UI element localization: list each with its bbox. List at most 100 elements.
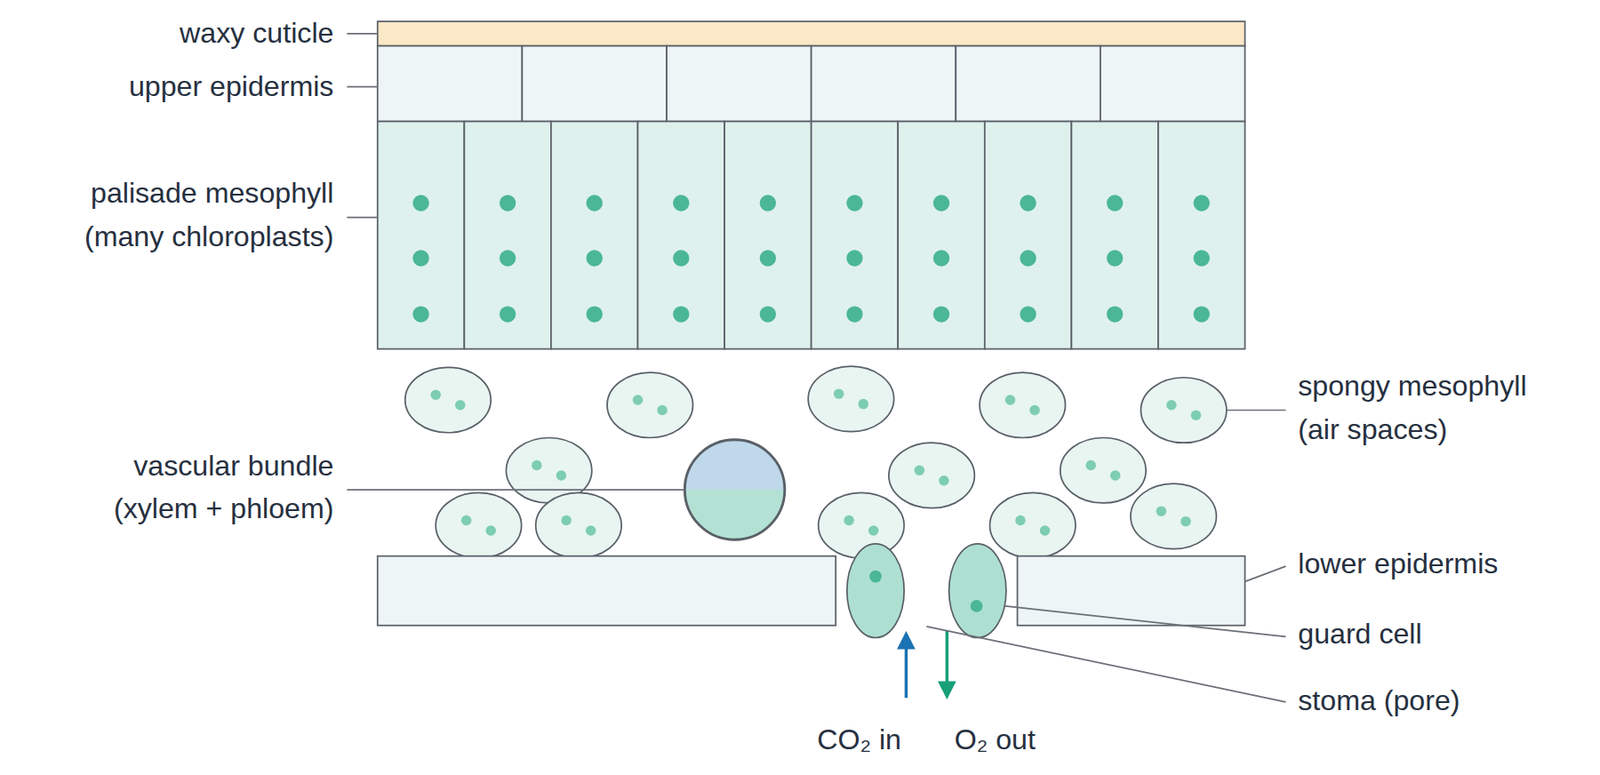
chloroplast [1193,305,1210,322]
chloroplast [499,305,516,322]
nucleus [869,570,882,584]
chloroplast [1040,525,1050,536]
chloroplast [586,194,603,211]
spongy-cell [808,366,894,432]
co2-arrow [904,634,908,698]
chloroplast [1005,394,1016,405]
phloem [684,489,785,540]
chloroplast [843,515,854,526]
chloroplast [412,194,429,211]
leader-line [1226,409,1287,412]
palisade-cell [811,121,899,350]
part-label: CO₂ in [787,718,931,761]
chloroplast [760,249,776,266]
chloroplast [760,194,776,211]
palisade-cell [984,121,1072,350]
chloroplast [585,525,596,536]
chloroplast [656,405,667,416]
spongy-cell [1130,483,1216,549]
chloroplast [1193,249,1210,266]
spongy-cell [607,372,693,438]
chloroplast [499,249,516,266]
chloroplast [672,194,689,211]
chloroplast [914,464,925,475]
part-label: waxy cuticle [27,12,334,56]
palisade-cell [464,121,552,350]
chloroplast [1015,515,1025,526]
palisade-cell [897,121,985,350]
part-label: palisade mesophyll (many chloroplasts) [37,172,334,258]
spongy-cell [990,492,1076,558]
guard-cell [847,544,904,639]
leader-line [1005,606,1287,637]
chloroplast [412,305,429,322]
o2-arrow [945,630,949,696]
chloroplast [933,249,950,266]
spongy-cell [1140,377,1226,443]
palisade-cell [724,121,812,350]
spongy-cell [1060,437,1146,503]
part-label: guard cell [1297,613,1600,656]
nucleus [970,600,984,613]
epidermis-cell [666,46,812,122]
chloroplast [412,249,429,266]
chloroplast [485,525,496,536]
chloroplast [1106,249,1123,266]
part-label: vascular bundle (xylem + phloem) [78,445,334,531]
leader-line [346,86,377,88]
part-label: stoma (pore) [1297,680,1600,723]
chloroplast [1180,516,1191,527]
vascular-outline [684,440,785,541]
lower-epidermis [1017,556,1246,626]
chloroplast [846,249,863,266]
chloroplast [1085,460,1096,471]
leader-line [346,488,685,491]
guard-cell [949,544,1007,639]
chloroplast [1019,194,1036,211]
chloroplast [430,390,440,400]
chloroplast [938,475,949,486]
spongy-cell [888,442,975,508]
chloroplast [1106,305,1123,322]
leader-line [926,626,1286,703]
palisade-cell [638,121,726,350]
chloroplast [846,305,863,322]
waxy-cuticle [377,21,1246,47]
chloroplast [1191,409,1201,420]
chloroplast [455,400,465,410]
epidermis-cell [521,46,667,122]
spongy-cells [405,366,1227,559]
chloroplast [1019,305,1036,322]
chloroplast [560,515,571,526]
palisade-cell [377,121,465,350]
chloroplast [1106,194,1123,211]
palisade-cell [1071,121,1159,350]
spongy-cell [979,372,1065,438]
part-label: lower epidermis [1297,543,1600,586]
spongy-cell [536,492,622,558]
chloroplast [857,399,868,409]
chloroplast [833,388,844,399]
spongy-cell [405,367,491,432]
chloroplast [1110,470,1120,480]
palisade-cell [1158,121,1246,350]
chloroplast [632,394,643,405]
leader-line [346,216,377,219]
epidermis-cell [1100,46,1246,122]
epidermis-cell [377,46,523,122]
chloroplast [1019,249,1036,266]
chloroplast [933,194,950,211]
chloroplast [1156,505,1167,516]
leader-line [1245,566,1287,582]
part-label: upper epidermis [27,64,334,108]
spongy-cell [435,492,521,558]
chloroplast [499,194,516,211]
lower-epidermis [377,556,836,626]
spongy-cell [818,492,904,558]
chloroplast [868,525,879,536]
chloroplast [1166,400,1176,410]
chloroplast [461,515,472,526]
chloroplast [556,470,567,480]
